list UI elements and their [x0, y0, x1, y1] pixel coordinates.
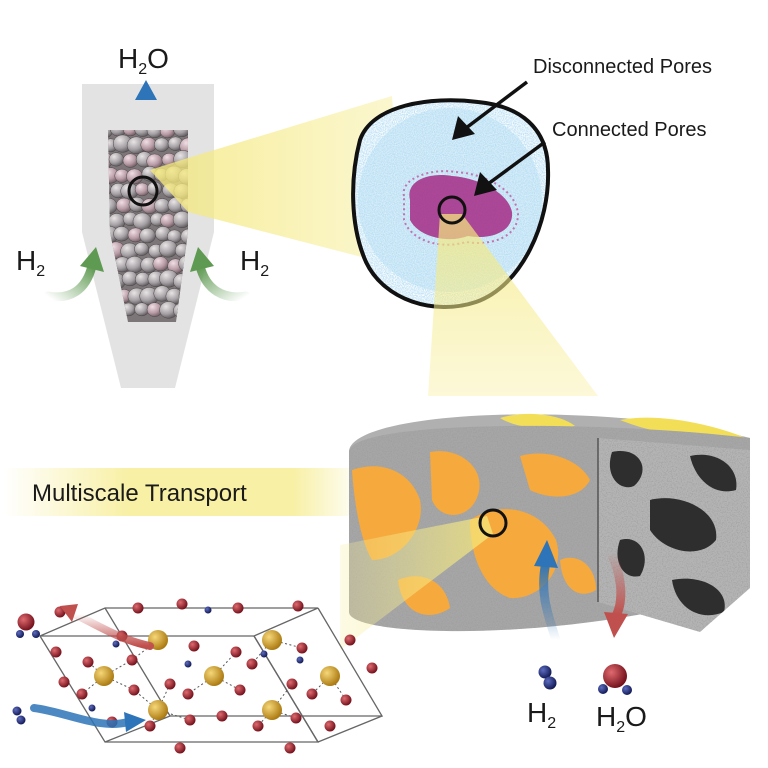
lattice-atoms [50, 598, 378, 754]
flow-arrow-icon [30, 704, 146, 732]
pellet-grain [122, 130, 138, 137]
pellet-grain [152, 256, 169, 272]
reactor-inlet-left-label: H2 [16, 245, 45, 280]
iron-atom [204, 666, 224, 686]
oxygen-atom [340, 694, 352, 706]
pellet-grain [180, 228, 188, 245]
pellet-grain [134, 242, 150, 256]
iron-atom [148, 700, 168, 720]
reactor: H2O H2 H2 [16, 43, 404, 388]
microstructure-cylinder: H2 H2O [340, 413, 750, 736]
flow-arrow-icon [604, 547, 628, 638]
oxygen-atom [82, 656, 94, 668]
cut-face-pores [609, 451, 737, 616]
hydrogen-atom [184, 660, 192, 668]
oxygen-atom [286, 678, 298, 690]
iron-atom [262, 630, 282, 650]
pellet-grain [122, 153, 139, 168]
zoom-beam-section-to-lattice [340, 516, 493, 650]
magnifier-circle-icon [478, 508, 508, 538]
reactor-inlet-right-label: H2 [240, 245, 269, 280]
oxygen-atom [296, 642, 308, 654]
flow-arrow-icon [43, 247, 104, 302]
oxygen-atom [184, 714, 196, 726]
flow-arrow-icon [534, 540, 561, 645]
section-title-band: Multiscale Transport [4, 468, 364, 516]
oxygen-atom [76, 688, 88, 700]
hydrogen-atom [204, 606, 212, 614]
oxygen-atom [132, 602, 144, 614]
magnifier-circle-icon [437, 195, 467, 225]
pellet-outline [351, 98, 551, 309]
water-molecule-icon [16, 613, 40, 638]
oxygen-atom [174, 742, 186, 754]
pellet-grain [139, 227, 156, 244]
pellet-cross-section: Disconnected Pores Connected Pores [351, 56, 712, 396]
section-inlet-label: H2 [527, 697, 556, 732]
flow-arrow-icon [190, 247, 251, 302]
flow-arrow-icon [60, 604, 154, 650]
oxygen-atom [216, 710, 228, 722]
oxygen-atom [324, 720, 336, 732]
oxygen-atom [246, 658, 258, 670]
oxygen-atom [292, 600, 304, 612]
pellet-grain [153, 137, 170, 152]
hydrogen-molecule-icon [12, 706, 26, 725]
oxygen-atom [234, 684, 246, 696]
magnifier-circle-icon [127, 175, 159, 207]
zoom-beam-bed-to-pellet [150, 96, 404, 268]
oxygen-atom [284, 742, 296, 754]
oxygen-atom [128, 684, 140, 696]
oxygen-atom [144, 720, 156, 732]
hydrogen-atom [296, 656, 304, 664]
reactor-outlet-label: H2O [118, 43, 169, 78]
lattice-bond [87, 661, 105, 677]
lattice-bond [257, 709, 273, 727]
hydrogen-molecule-icon [538, 665, 557, 690]
oxygen-atom [252, 720, 264, 732]
pellet-grain [108, 152, 124, 167]
oxygen-atom [126, 654, 138, 666]
oxygen-atom [366, 662, 378, 674]
oxygen-atom [164, 678, 176, 690]
pellet-grain [132, 212, 152, 231]
hydrogen-atom [88, 704, 96, 712]
zoom-beam-pellet-to-section [428, 214, 598, 396]
oxygen-atom [306, 688, 318, 700]
water-molecule-icon [598, 664, 632, 695]
section-outlet-label: H2O [596, 701, 647, 736]
pellet-grain [113, 226, 130, 242]
iron-atom [262, 700, 282, 720]
oxygen-atom [176, 598, 188, 610]
pellet-grain [173, 130, 188, 138]
crystal-lattice [12, 598, 384, 754]
connected-pores-pointer [474, 140, 547, 196]
oxygen-atom [230, 646, 242, 658]
section-title: Multiscale Transport [32, 480, 247, 507]
iron-atom [94, 666, 114, 686]
iron-atom [320, 666, 340, 686]
oxygen-atom [50, 646, 62, 658]
oxygen-atom [188, 640, 200, 652]
disconnected-pores-label: Disconnected Pores [533, 56, 712, 78]
oxygen-atom [58, 676, 70, 688]
flow-arrow-icon [135, 80, 157, 148]
oxygen-atom [232, 602, 244, 614]
oxygen-atom [182, 688, 194, 700]
oxygen-atom [290, 712, 302, 724]
hydrogen-atom [260, 650, 268, 658]
hydrogen-atom [112, 640, 120, 648]
oxygen-atom [344, 634, 356, 646]
connected-pores-label: Connected Pores [552, 119, 707, 141]
disconnected-pores-pointer [452, 80, 529, 140]
pellet-grain [172, 211, 188, 228]
pellet-grain [158, 240, 178, 258]
